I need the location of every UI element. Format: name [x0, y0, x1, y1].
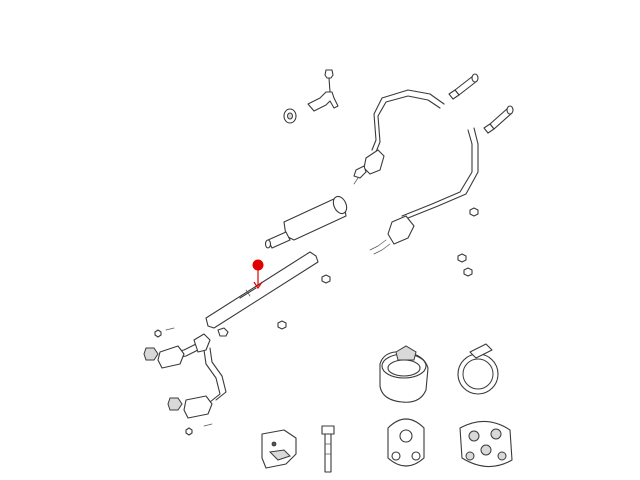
exhaust-tip-upper[interactable] [448, 73, 479, 100]
tailpipe-left[interactable] [353, 89, 445, 185]
nut-upper-right[interactable] [469, 207, 479, 217]
nut-lower-right[interactable] [463, 267, 473, 277]
hanger-bracket[interactable] [307, 91, 339, 112]
nut-resonator-center[interactable] [277, 320, 287, 330]
band-clamp[interactable] [379, 345, 429, 403]
nut-resonator-right[interactable] [321, 274, 331, 284]
nut-front-lower[interactable] [185, 423, 213, 436]
highlight-marker [252, 259, 264, 290]
exhaust-gasket[interactable] [459, 420, 513, 468]
hanger-bolt[interactable] [324, 69, 334, 93]
exhaust-tip-lower[interactable] [483, 105, 514, 134]
catalytic-converter-lower[interactable] [167, 395, 213, 419]
front-pipe[interactable] [163, 333, 227, 403]
tailpipe-right[interactable] [369, 127, 479, 255]
clip-resonator-left[interactable] [217, 327, 229, 337]
rubber-isolator[interactable] [387, 418, 425, 467]
hanger-isolator[interactable] [283, 108, 297, 124]
muffler[interactable] [264, 194, 350, 249]
hanger-bracket-lower[interactable] [261, 429, 297, 469]
nut-mid-right[interactable] [457, 253, 467, 263]
catalytic-converter-upper[interactable] [143, 345, 185, 369]
ring-clamp[interactable] [457, 343, 499, 395]
bolt[interactable] [321, 425, 335, 473]
resonator-pipe[interactable] [205, 251, 319, 329]
nut-front-upper[interactable] [154, 327, 175, 338]
